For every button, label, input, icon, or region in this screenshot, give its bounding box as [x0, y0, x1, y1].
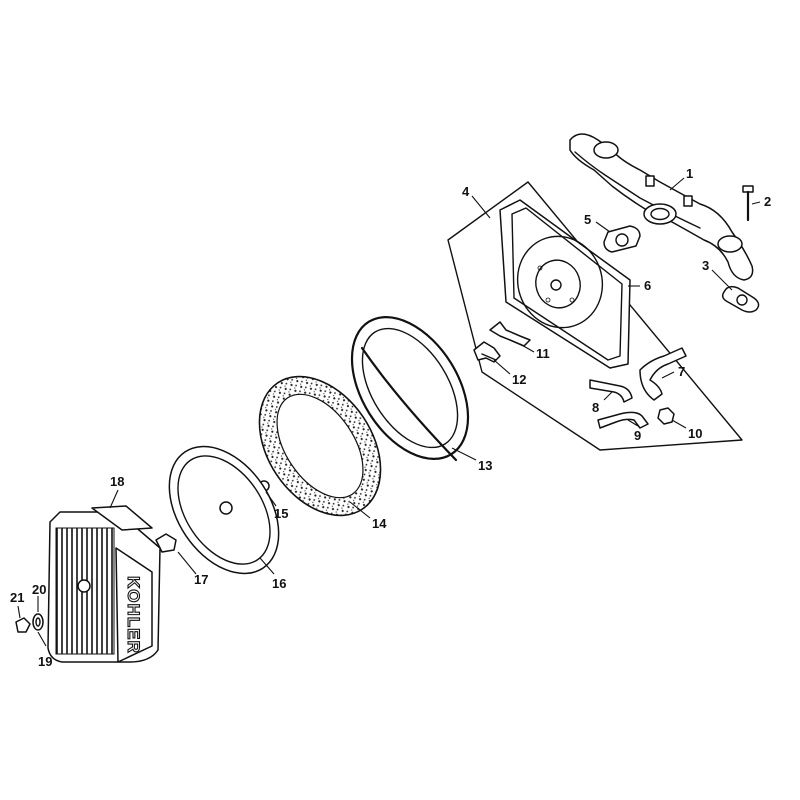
part-11-bracket	[489, 321, 531, 347]
part-17-clip	[155, 533, 177, 553]
part-19-air-cleaner-housing: KOHLER	[47, 511, 161, 663]
callout-17: 17	[194, 572, 208, 587]
callout-18: 18	[110, 474, 124, 489]
callout-6: 6	[644, 278, 651, 293]
part-8-breather-tube	[589, 379, 633, 403]
callout-8: 8	[592, 400, 599, 415]
callout-16: 16	[272, 576, 286, 591]
part-18-gasket-strip	[91, 505, 153, 531]
callout-1: 1	[686, 166, 693, 181]
part-1-intake-manifold	[569, 133, 754, 281]
callout-10: 10	[688, 426, 702, 441]
callout-2: 2	[764, 194, 771, 209]
part-13-precleaner-ring	[350, 316, 470, 462]
callout-4: 4	[462, 184, 470, 199]
callout-14: 14	[372, 516, 387, 531]
part-2-bolt	[742, 185, 754, 222]
part-16-cover-plate	[168, 445, 280, 575]
part-9-elbow-hose	[597, 411, 649, 429]
part-5-gasket	[603, 225, 641, 253]
callout-3: 3	[702, 258, 709, 273]
callout-15: 15	[274, 506, 288, 521]
cover-brand-text: KOHLER	[124, 576, 143, 654]
part-3-gasket	[721, 285, 760, 313]
part-20-seal	[32, 613, 44, 631]
leader-lines	[17, 177, 761, 647]
part-14-foam-element	[258, 375, 382, 517]
part-21-washer	[15, 617, 31, 633]
callout-20: 20	[32, 582, 46, 597]
callout-13: 13	[478, 458, 492, 473]
callout-9: 9	[634, 428, 641, 443]
part-6-base-plate	[499, 199, 631, 369]
callout-5: 5	[584, 212, 591, 227]
callout-12: 12	[512, 372, 526, 387]
part-7-breather-hose	[639, 347, 687, 401]
callout-7: 7	[678, 364, 685, 379]
callout-labels: 1 2 3 4 5 6 7 8 9 10 11 12 13 14 15 16 1…	[10, 166, 771, 669]
callout-21: 21	[10, 590, 24, 605]
part-12-bracket	[473, 341, 501, 363]
part-10-nut	[657, 407, 675, 425]
callout-19: 19	[38, 654, 52, 669]
callout-11: 11	[536, 346, 550, 361]
